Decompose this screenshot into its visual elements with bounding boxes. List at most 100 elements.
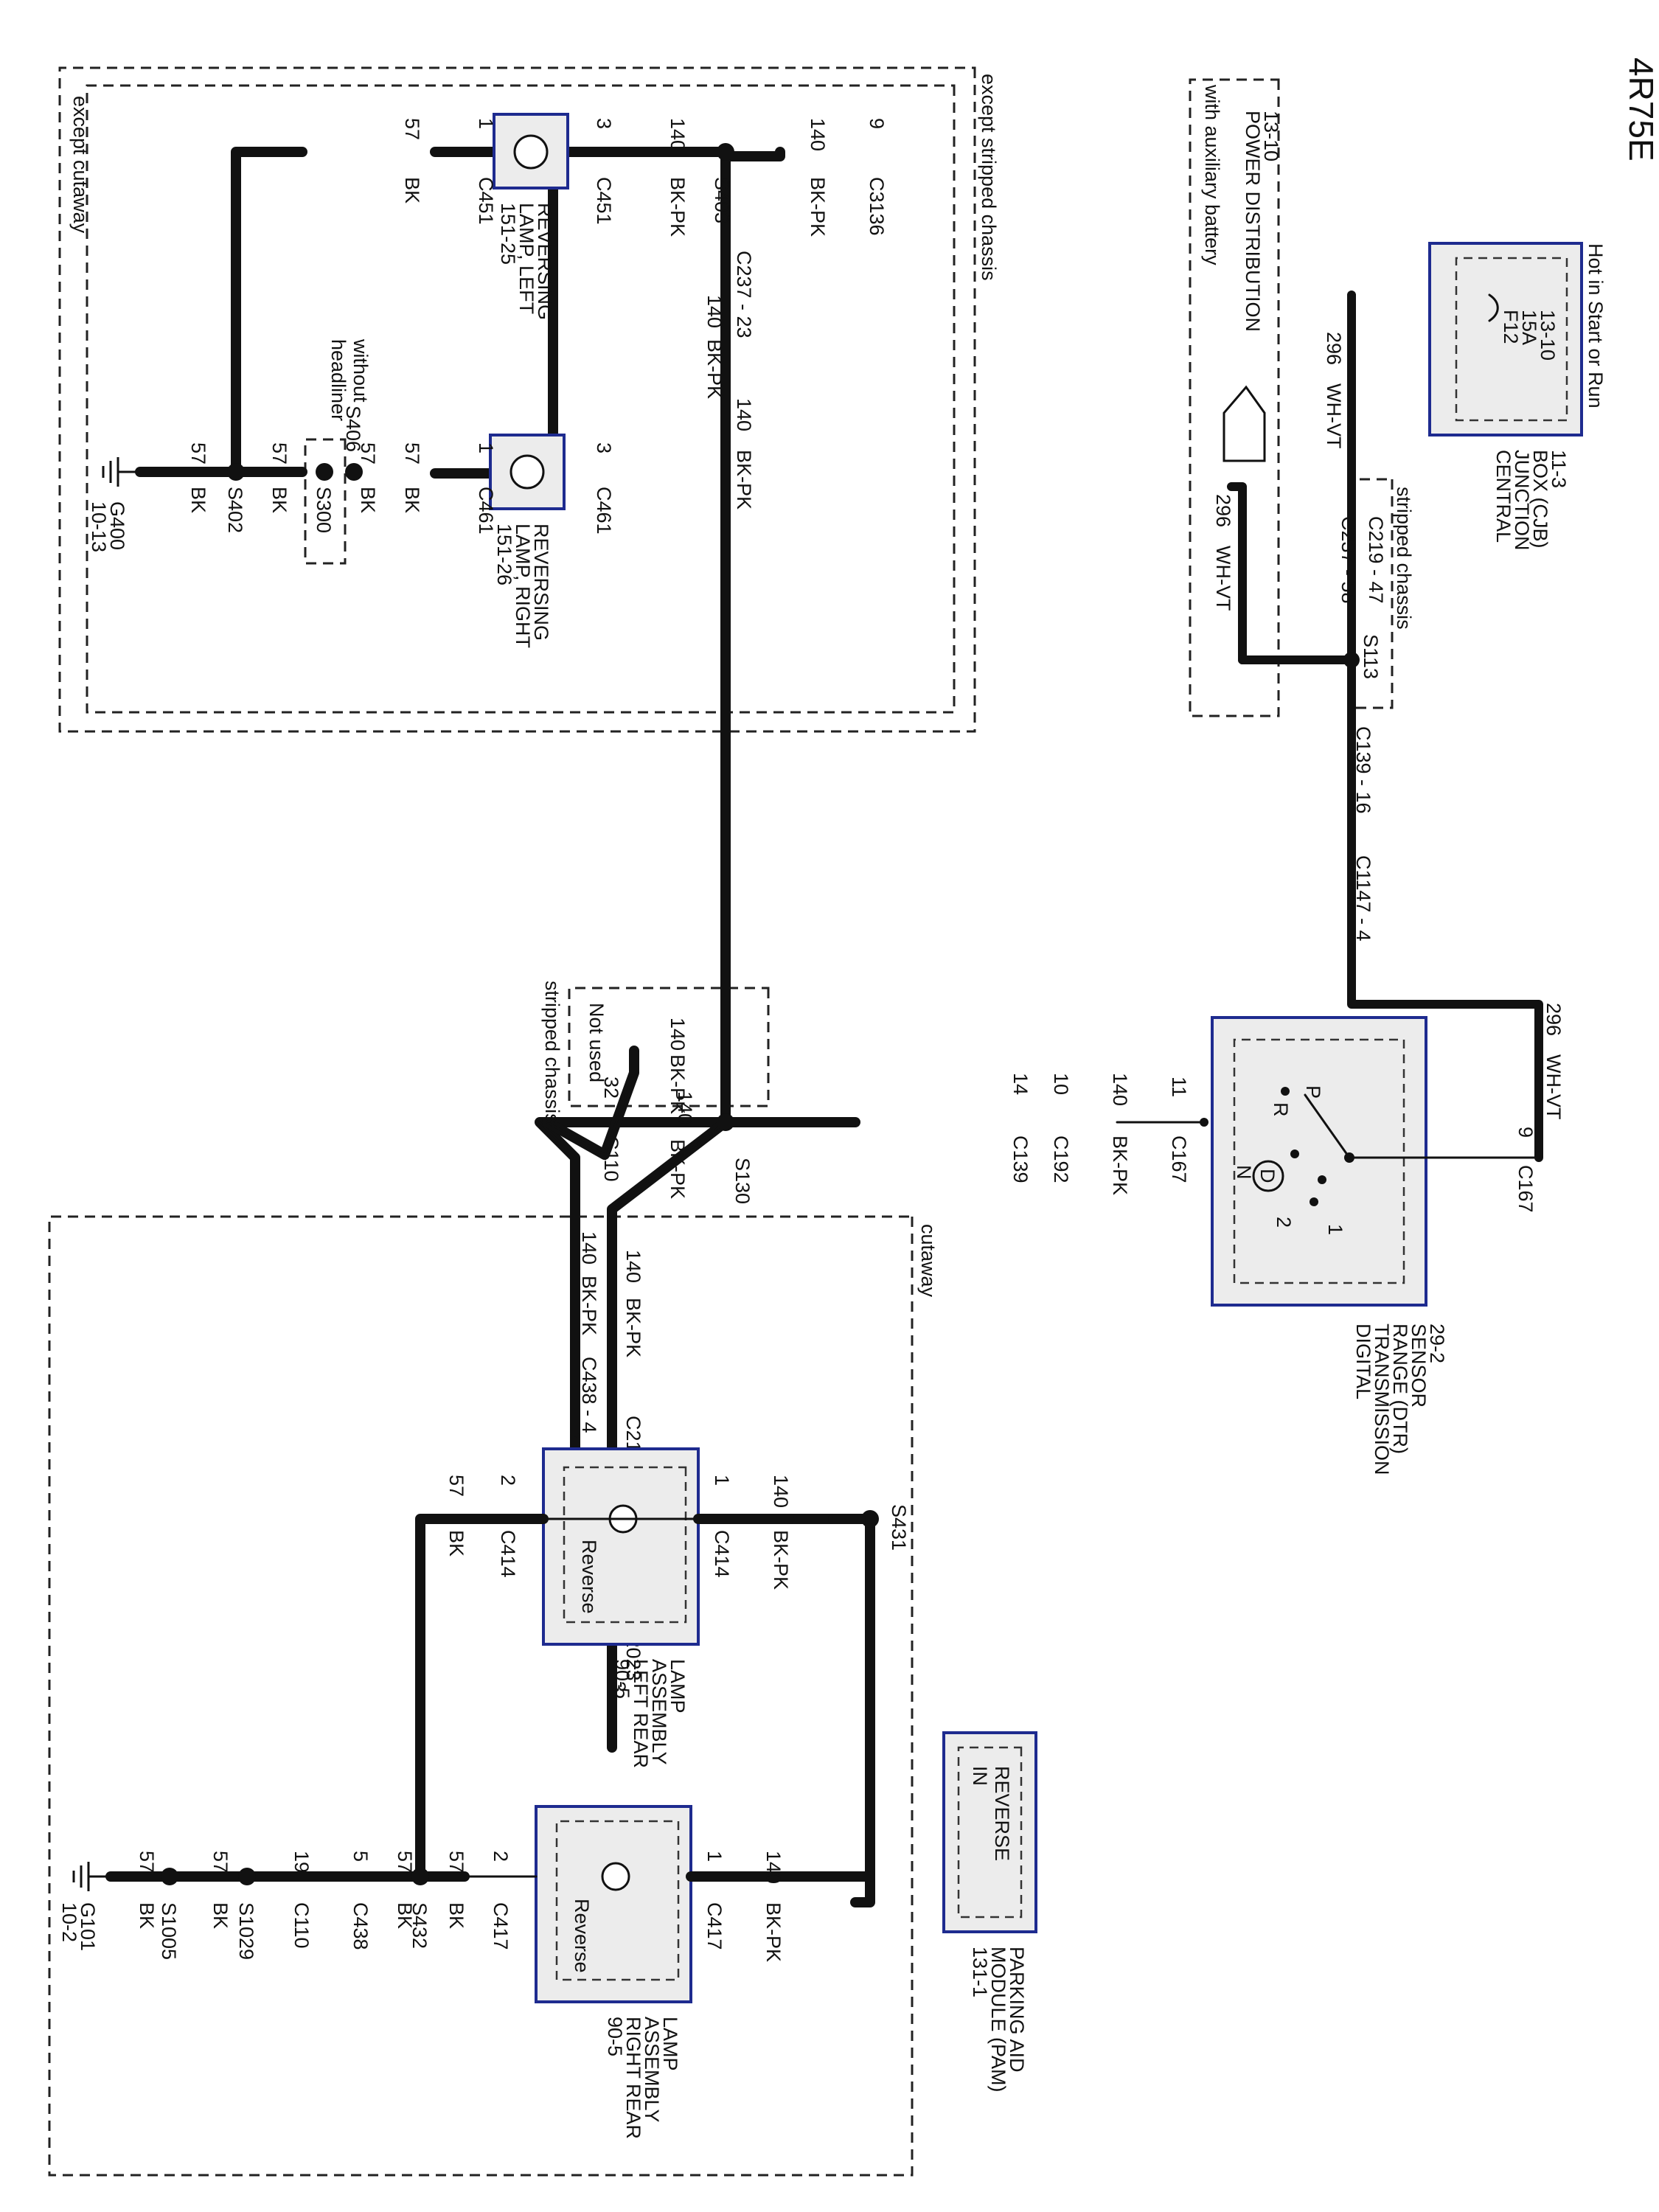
wire-bk-pk-label-5: BK-PK	[622, 1298, 644, 1357]
s402-label: S402	[224, 487, 246, 533]
wire-57-label-9: 57	[268, 442, 291, 465]
c219-47-label: C219 - 47	[1365, 516, 1387, 604]
cutaway-region	[48, 1215, 914, 2177]
pd-note: with auxiliary battery	[1201, 84, 1223, 265]
wire-bk-pk-label-7: BK-PK	[770, 1530, 792, 1590]
wire-bk-pk-label-9: BK-PK	[807, 177, 829, 237]
rar-name2: ASSEMBLY	[641, 2017, 663, 2123]
lar-name: LAMP	[667, 1659, 689, 1714]
rar-name: LAMP	[659, 2017, 681, 2071]
s402-splice	[227, 463, 245, 481]
pin9-c3136-label: 9	[866, 118, 888, 129]
s113-splice	[1343, 652, 1360, 668]
c414-label-2: C414	[497, 1530, 519, 1578]
pin1-label: 1	[711, 1475, 733, 1486]
wire-57-label-10: 57	[187, 442, 209, 465]
wire-140-label-8: 140	[762, 1851, 785, 1884]
pin1-c451-label: 1	[475, 118, 497, 129]
s431-label: S431	[888, 1504, 910, 1551]
cutaway-label: cutaway	[917, 1224, 939, 1298]
rll-name2: LAMP, LEFT	[515, 203, 538, 314]
wire-140-label-3: 140	[667, 1018, 689, 1051]
reverse-right-label: Reverse	[571, 1899, 593, 1973]
dtr-name2: TRANSMISSION	[1371, 1324, 1393, 1475]
wire-296-label: 296	[1323, 332, 1345, 365]
c139-16-label: C139 - 16	[1352, 726, 1374, 814]
s432-label: S432	[408, 1902, 431, 1949]
pin14-label: 14	[1009, 1073, 1032, 1095]
dtr-name4: SENSOR	[1408, 1324, 1430, 1408]
c167-label: C167	[1514, 1165, 1537, 1213]
cjb-name: CENTRAL	[1492, 450, 1514, 543]
g400-ground-icon	[102, 457, 140, 487]
without-label: without	[349, 338, 372, 403]
cjb-ref: 11-3	[1548, 450, 1570, 488]
wire-296-label-2: 296	[1212, 494, 1234, 527]
except-cutaway-label: except cutaway	[69, 96, 91, 234]
wire-bk-pk-label-8: BK-PK	[762, 1902, 785, 1962]
fuse-amp: 15A	[1518, 310, 1540, 345]
wire-bk-label-10: BK	[187, 487, 209, 513]
pin32-label: 32	[600, 1077, 622, 1099]
wire-bk-pk-label-10: BK-PK	[667, 177, 689, 237]
pin1-c461-label: 1	[475, 442, 497, 453]
central-junction-box: F12 15A 13-10 Hot in Start or Run CENTRA…	[1428, 242, 1607, 551]
c110-label: C110	[600, 1135, 622, 1182]
pin3-label: 3	[608, 1681, 630, 1692]
s1005-splice	[161, 1868, 178, 1885]
pam-ref: 131-1	[969, 1947, 991, 1997]
diagram-content: 4R75E	[48, 58, 1659, 2177]
wire-wh-vt-label: WH-VT	[1323, 383, 1345, 448]
fuse-ref: 13-10	[1537, 310, 1559, 361]
c3136-label: C3136	[866, 177, 888, 236]
wire-140-label-4: 140	[733, 398, 755, 431]
wire-57-label-5: 57	[136, 1851, 158, 1873]
stripped-chassis-label-2: stripped chassis	[541, 981, 563, 1124]
dtr-p: P	[1302, 1085, 1324, 1099]
wire-57-label-4: 57	[209, 1851, 232, 1873]
wire-296-label-3: 296	[1543, 1003, 1565, 1036]
pin3-c451-label: 3	[593, 118, 615, 129]
reversing-lamp-right: REVERSING LAMP, RIGHT 151-26	[489, 434, 566, 648]
without-headliner-region	[304, 438, 347, 565]
g101-ground-icon	[72, 1862, 111, 1891]
c167-label-2: C167	[1168, 1135, 1190, 1183]
wire-bk-label-5: BK	[136, 1902, 158, 1929]
g400-label: G400	[106, 501, 128, 550]
s130-splice	[717, 1113, 734, 1131]
g101-ref: 10-2	[58, 1902, 80, 1942]
not-used-region	[568, 987, 770, 1107]
lamp-assembly-right-rear: Reverse LAMP ASSEMBLY RIGHT REAR 90-5	[535, 1805, 692, 2139]
cjb-name2: JUNCTION	[1511, 450, 1533, 551]
hot-in-label: Hot in Start or Run	[1585, 243, 1607, 408]
wire-140-label-11: 140	[703, 295, 726, 328]
pin3-c461-label: 3	[593, 442, 615, 453]
pam-name2: MODULE (PAM)	[987, 1947, 1009, 2093]
wire-57-label-3: 57	[394, 1851, 416, 1873]
dtr-2: 2	[1273, 1217, 1295, 1228]
c438-4-label: C438 - 4	[578, 1357, 600, 1433]
wire-bk-pk-label-3: BK-PK	[667, 1054, 689, 1114]
wire-140-label-10: 140	[667, 118, 689, 151]
rar-name3: RIGHT REAR	[622, 2017, 644, 2139]
c237-23-label: C237 - 23	[733, 251, 755, 338]
reverse-in-label-2: IN	[969, 1766, 991, 1786]
wire-bk-label: BK	[445, 1530, 467, 1557]
s432-splice	[411, 1868, 429, 1885]
stripped-chassis-label: stripped chassis	[1393, 487, 1415, 630]
s1029-splice	[238, 1868, 256, 1885]
rar-ref: 90-5	[604, 2017, 626, 2056]
wire-wh-vt-label-3: WH-VT	[1543, 1054, 1565, 1119]
c461-label: C461	[593, 487, 615, 535]
pin19-label: 19	[291, 1851, 313, 1873]
lar-ref: 90-5	[611, 1659, 633, 1699]
wire-bk-label-4: BK	[209, 1902, 232, 1929]
g101-label: G101	[77, 1902, 99, 1951]
wire-bk-label-2: BK	[445, 1902, 467, 1929]
rll-ref: 151-25	[497, 203, 519, 265]
except-stripped-label: except stripped chassis	[978, 74, 1000, 281]
wire-bk-label-9: BK	[268, 487, 291, 513]
s406-label: S406	[342, 406, 364, 452]
pin9-label: 9	[1514, 1127, 1537, 1138]
cjb-name3: BOX (CJB)	[1529, 450, 1551, 549]
